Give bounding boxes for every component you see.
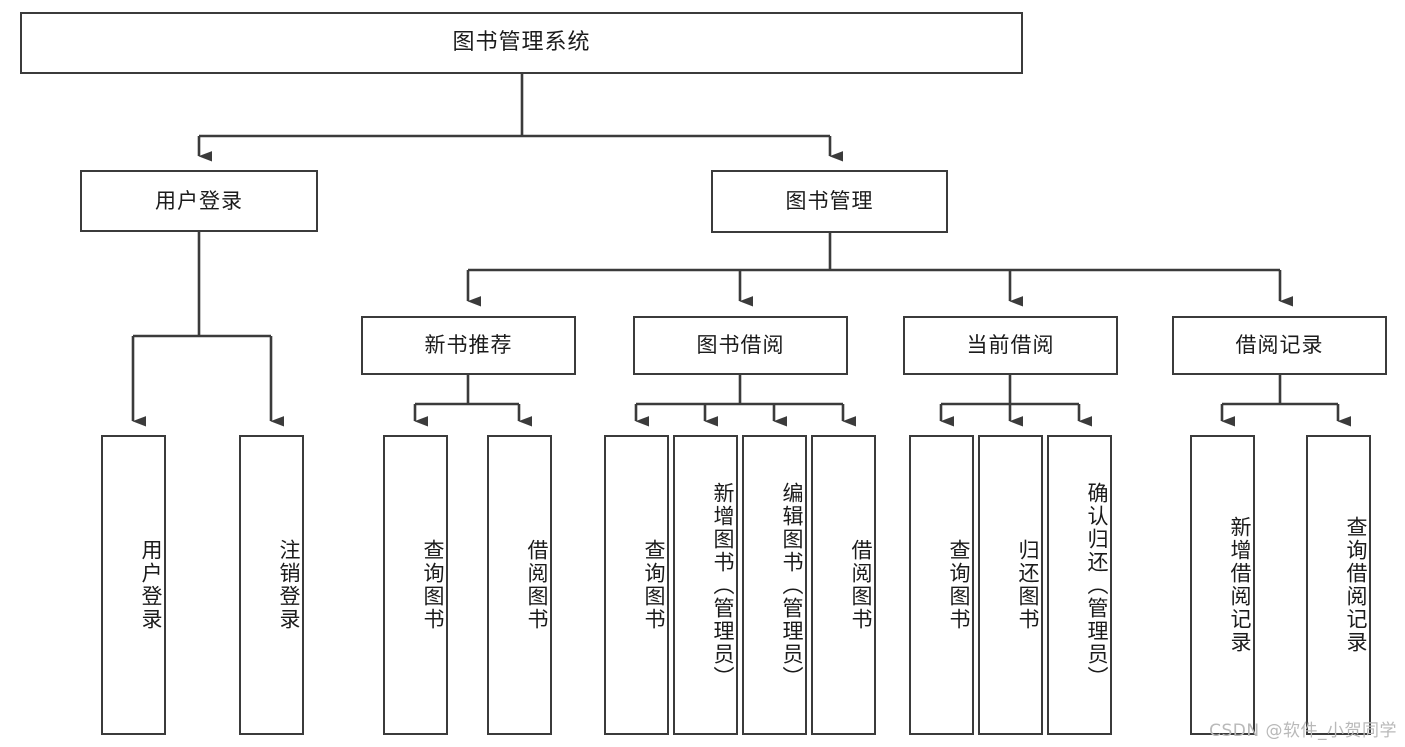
leaf-label: 编辑图书（管理员） <box>780 481 804 689</box>
leaf-user-login-logout[interactable]: 注销登录 <box>239 435 304 735</box>
leaf-borrow-record-query-record[interactable]: 查询借阅记录 <box>1306 435 1371 735</box>
node-book-management[interactable]: 图书管理 <box>711 170 948 233</box>
leaf-label: 确认归还（管理员） <box>1085 481 1109 689</box>
leaf-label: 借阅图书 <box>849 539 873 631</box>
node-new-book-recommend[interactable]: 新书推荐 <box>361 316 576 375</box>
leaf-borrow-record-add-record[interactable]: 新增借阅记录 <box>1190 435 1255 735</box>
leaf-new-book-query-book[interactable]: 查询图书 <box>383 435 448 735</box>
leaf-current-borrow-query-book[interactable]: 查询图书 <box>909 435 974 735</box>
leaf-label: 查询借阅记录 <box>1344 516 1368 654</box>
leaf-label: 新增图书（管理员） <box>711 481 735 689</box>
leaf-new-book-borrow-book[interactable]: 借阅图书 <box>487 435 552 735</box>
leaf-label: 注销登录 <box>277 539 301 631</box>
node-user-login[interactable]: 用户登录 <box>80 170 318 232</box>
csdn-watermark: CSDN @软件_小贺同学 <box>1209 721 1397 741</box>
node-book-borrow[interactable]: 图书借阅 <box>633 316 848 375</box>
leaf-current-borrow-confirm-return-admin[interactable]: 确认归还（管理员） <box>1047 435 1112 735</box>
leaf-label: 归还图书 <box>1016 539 1040 631</box>
node-current-borrow[interactable]: 当前借阅 <box>903 316 1118 375</box>
leaf-book-borrow-add-book-admin[interactable]: 新增图书（管理员） <box>673 435 738 735</box>
node-root-book-management-system[interactable]: 图书管理系统 <box>20 12 1023 74</box>
leaf-label: 用户登录 <box>139 539 163 631</box>
node-borrow-record[interactable]: 借阅记录 <box>1172 316 1387 375</box>
leaf-current-borrow-return-book[interactable]: 归还图书 <box>978 435 1043 735</box>
leaf-label: 查询图书 <box>947 539 971 631</box>
leaf-book-borrow-query-book[interactable]: 查询图书 <box>604 435 669 735</box>
leaf-label: 借阅图书 <box>525 539 549 631</box>
leaf-label: 查询图书 <box>642 539 666 631</box>
leaf-user-login-login[interactable]: 用户登录 <box>101 435 166 735</box>
leaf-book-borrow-borrow-book[interactable]: 借阅图书 <box>811 435 876 735</box>
leaf-book-borrow-edit-book-admin[interactable]: 编辑图书（管理员） <box>742 435 807 735</box>
leaf-label: 查询图书 <box>421 539 445 631</box>
leaf-label: 新增借阅记录 <box>1228 516 1252 654</box>
